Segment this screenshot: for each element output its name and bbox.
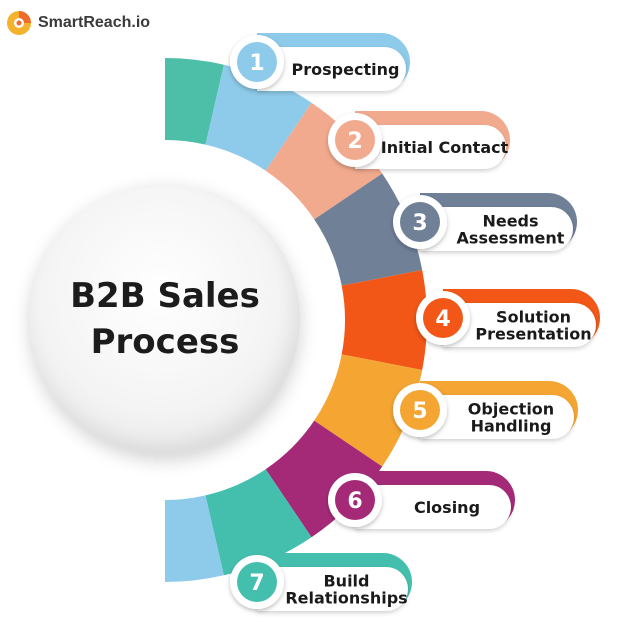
step-label: Prospecting <box>292 60 400 79</box>
arc-segment-3 <box>314 173 423 286</box>
step-label: Presentation <box>475 325 591 344</box>
step-pill-label-bg <box>257 47 406 91</box>
arc-bottom-accent <box>165 495 224 582</box>
step-label: Relationships <box>285 589 407 608</box>
step-item: 1 Prospecting <box>230 33 410 91</box>
arc-segment-5 <box>314 354 423 467</box>
arc-segment-2 <box>265 102 383 220</box>
step-number: 6 <box>347 489 362 514</box>
step-pill-label-bg <box>443 303 596 347</box>
center-circle: B2B Sales Process <box>30 184 300 454</box>
step-badge <box>237 562 277 602</box>
step-item: 2 Initial Contact <box>328 111 510 169</box>
step-pill-label-bg <box>355 485 511 529</box>
arc-segments <box>165 58 427 582</box>
arc-segment-7 <box>205 469 312 576</box>
step-pill-label-bg <box>420 207 573 251</box>
brand-logo-icon <box>7 11 31 35</box>
step-label: Handling <box>471 417 552 436</box>
step-pill-label-bg <box>420 395 574 439</box>
step-badge <box>400 202 440 242</box>
step-number: 7 <box>249 571 264 596</box>
step-number: 1 <box>249 51 264 76</box>
step-number: 3 <box>412 211 427 236</box>
step-badge <box>237 42 277 82</box>
step-pill-label-bg <box>355 125 506 169</box>
step-label: Objection <box>468 400 554 419</box>
step-label: Needs <box>482 212 538 231</box>
step-label: Closing <box>414 498 480 517</box>
step-list: 1 Prospecting 2 Initial Contact 3 NeedsAssess… <box>230 33 600 611</box>
step-label: Initial Contact <box>381 138 509 157</box>
step-label: Build <box>323 572 369 591</box>
center-title: B2B Sales Process <box>70 276 260 362</box>
arc-segment-6 <box>265 420 383 538</box>
arc-segment-4 <box>341 270 427 370</box>
arc-top-accent <box>165 58 224 145</box>
step-pill-label-bg <box>257 567 408 611</box>
step-badge <box>335 120 375 160</box>
step-badge <box>400 390 440 430</box>
step-number: 2 <box>347 129 362 154</box>
step-label: Solution <box>496 308 571 327</box>
step-badge <box>423 298 463 338</box>
arc-segment-1 <box>205 64 312 171</box>
step-item: 6 Closing <box>328 471 515 529</box>
step-number: 5 <box>412 399 427 424</box>
step-label: Assessment <box>457 229 565 248</box>
brand-logo: SmartReach.io <box>6 8 150 38</box>
step-number: 4 <box>435 307 450 332</box>
step-badge <box>335 480 375 520</box>
brand-name: SmartReach.io <box>38 14 151 31</box>
